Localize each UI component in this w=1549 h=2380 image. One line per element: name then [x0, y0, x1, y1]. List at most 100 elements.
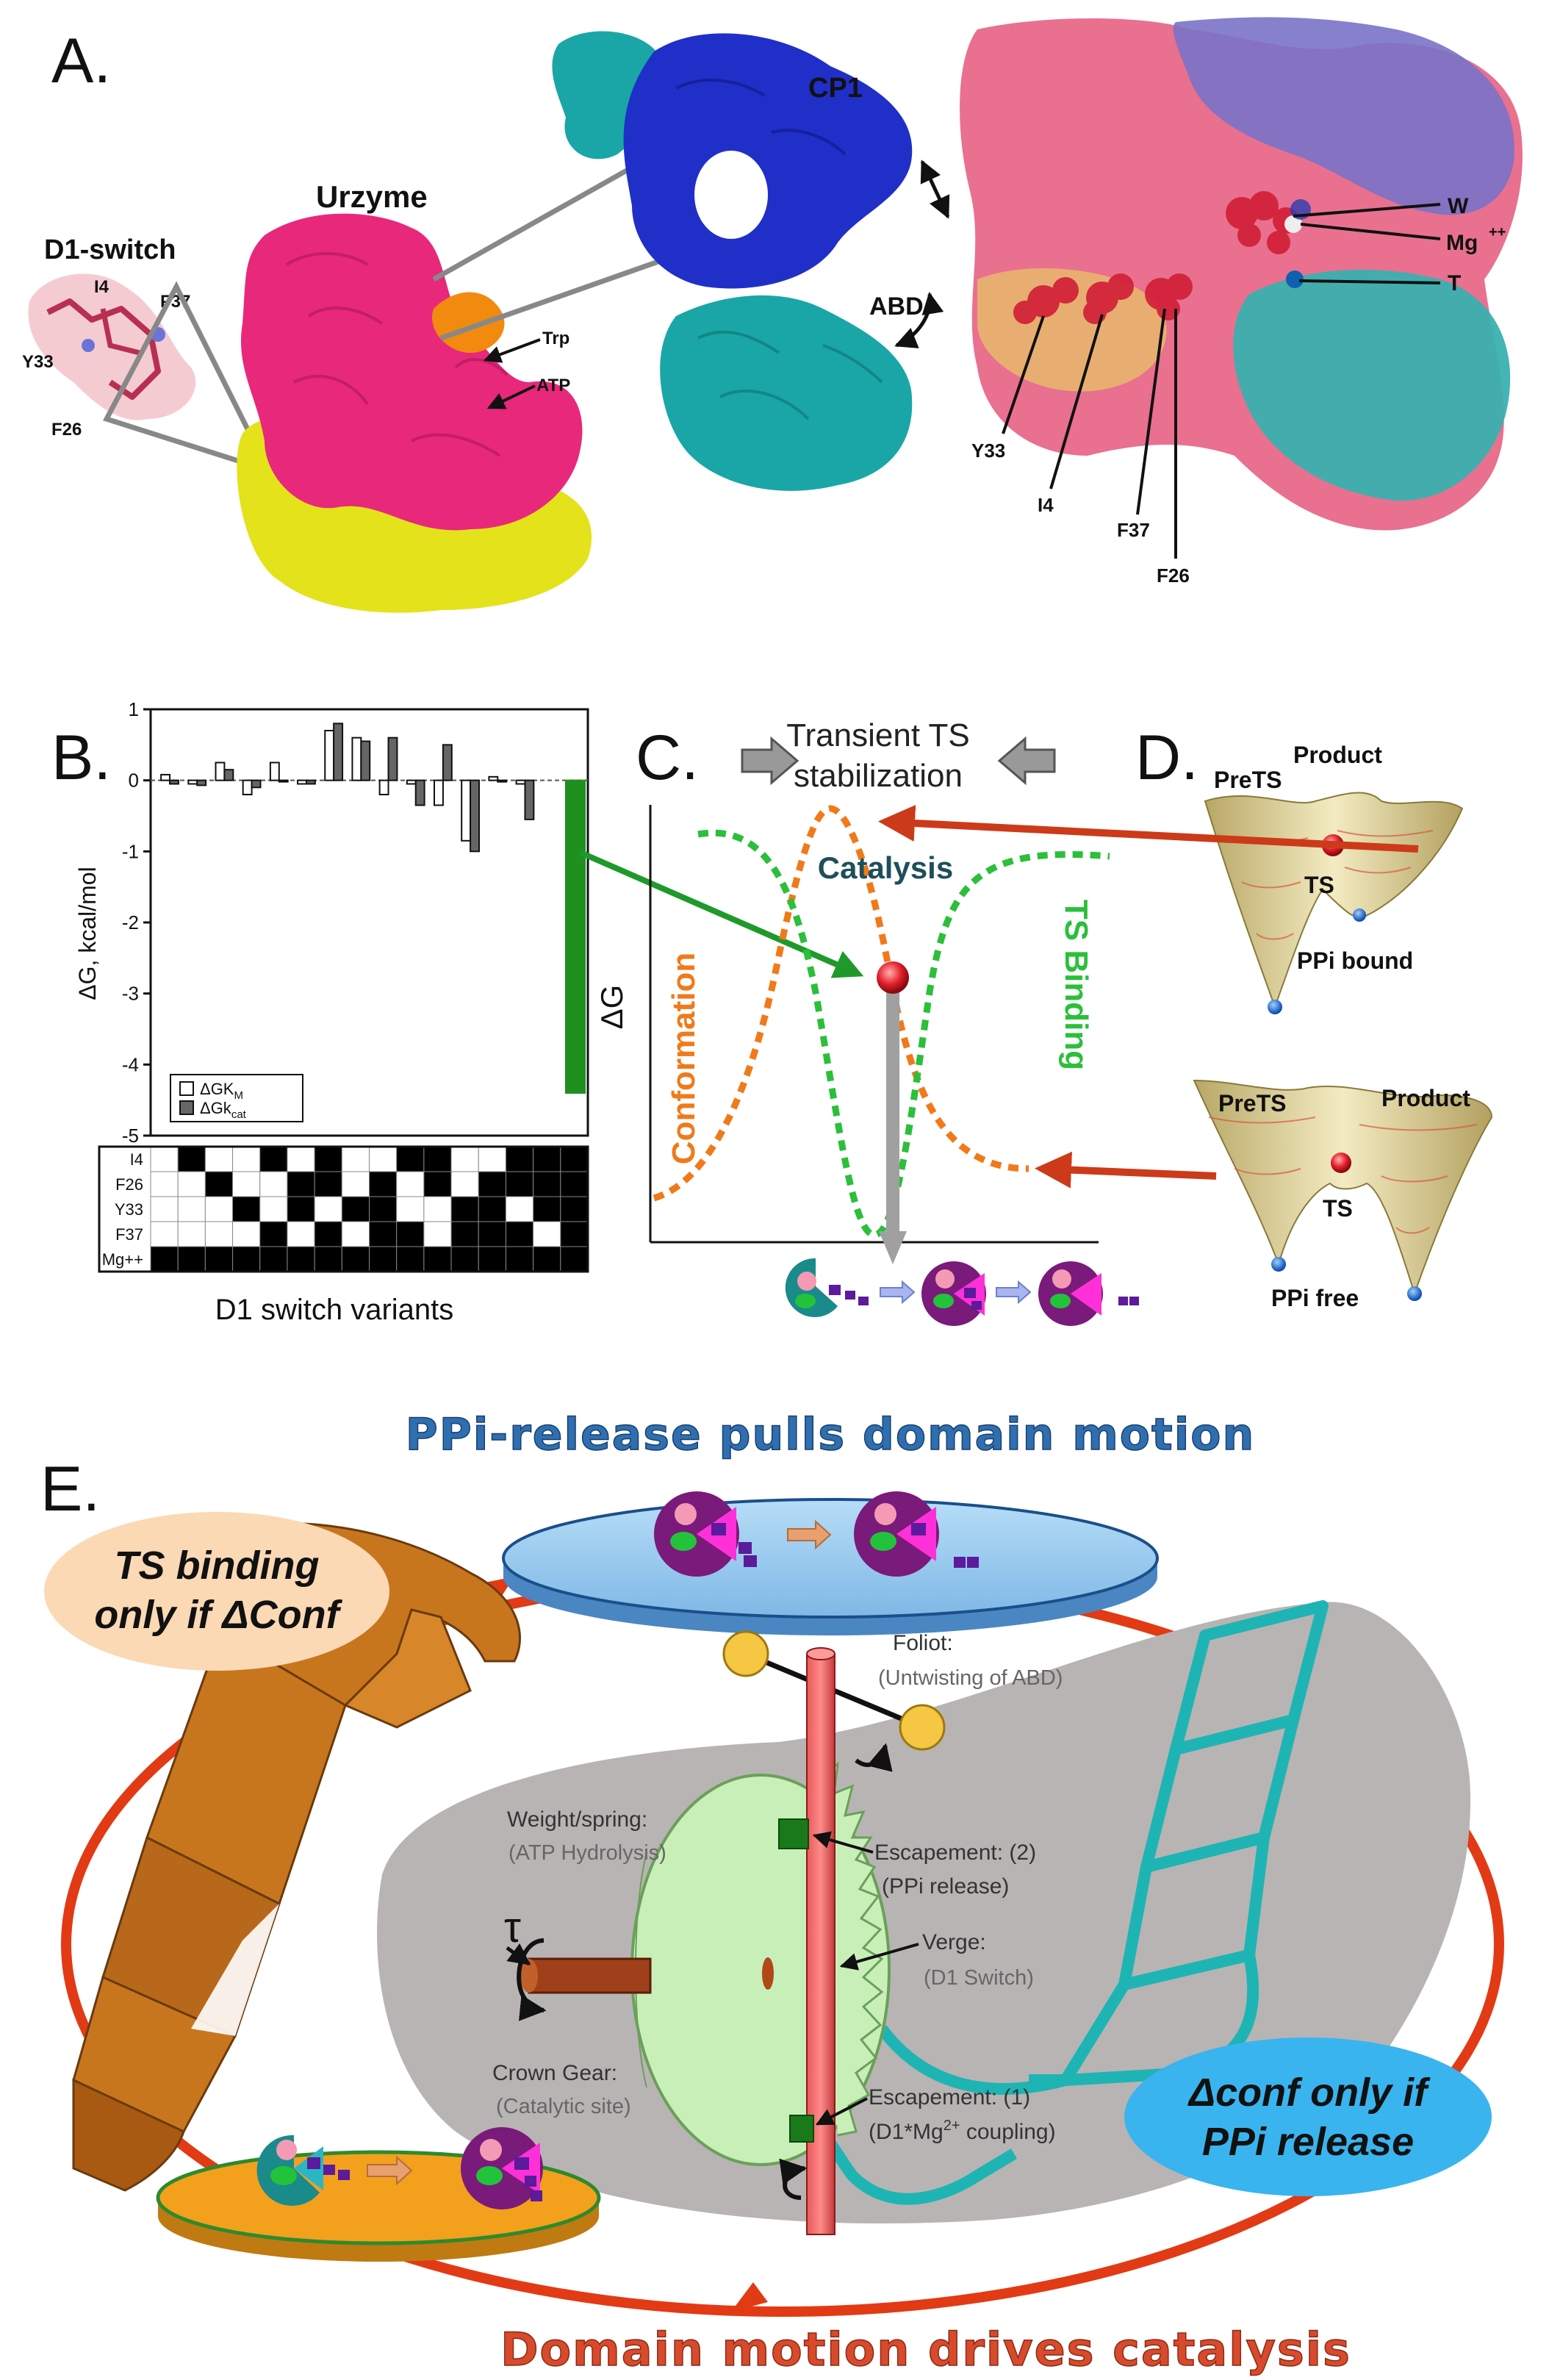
panel-b-label: B. — [51, 723, 111, 793]
matrix-cell — [314, 1196, 342, 1222]
bubble-right — [1124, 2037, 1492, 2196]
matrix-row-label: Mg++ — [102, 1250, 143, 1269]
bar-km — [187, 779, 198, 785]
y-tick-label: 0 — [129, 770, 139, 792]
b-to-c-arrow — [579, 850, 864, 978]
bar-kcat — [305, 779, 316, 785]
bar-kcat — [470, 779, 480, 853]
matrix-cell — [533, 1246, 561, 1272]
urzyme-surface — [237, 213, 592, 613]
matrix-cell — [314, 1171, 342, 1197]
cp1-abd-surface — [552, 31, 913, 491]
bar-kcat — [278, 779, 289, 783]
d-bottom-product: Product — [1381, 1085, 1470, 1111]
matrix-cell — [259, 1146, 288, 1172]
bar-kcat — [497, 779, 508, 783]
panel-a: A. D1-switch I4 F37 Y33 F26 Urzyme Trp A… — [22, 17, 1523, 613]
bar-km — [378, 779, 389, 795]
title-arrow-right — [741, 736, 799, 786]
matrix-cell — [505, 1246, 534, 1272]
panel-b-legend: ΔGKM ΔGkcat — [170, 1074, 303, 1122]
active-site-view — [960, 17, 1523, 531]
verge-sublabel: (D1 Switch) — [924, 1966, 1034, 1990]
bar-km — [215, 761, 226, 781]
orange-disk — [156, 2127, 601, 2262]
atp-label: ATP — [536, 376, 570, 395]
escapement1-sublabel: (D1*Mg2+ coupling) — [869, 2118, 1056, 2144]
pallet-lower — [789, 2115, 814, 2143]
matrix-cell — [423, 1196, 452, 1222]
matrix-cell — [478, 1246, 506, 1272]
matrix-cell — [450, 1171, 479, 1197]
matrix-cell — [396, 1171, 425, 1197]
bubble-left-line-2: only if ΔConf — [94, 1593, 342, 1637]
bar-km — [351, 736, 362, 781]
matrix-cell — [314, 1146, 342, 1172]
matrix-cell — [369, 1146, 398, 1172]
d-top-arrow — [878, 805, 1419, 853]
y-tick-label: -4 — [122, 1053, 139, 1075]
crown-gear-label: Crown Gear: — [492, 2061, 617, 2085]
zoom-triangle — [102, 281, 273, 475]
matrix-cell — [150, 1221, 179, 1247]
matrix-cell — [396, 1196, 425, 1222]
panel-c-title-1: Transient TS — [786, 717, 969, 753]
weight-sublabel: (ATP Hydrolysis) — [508, 1841, 666, 1865]
panel-e-title-bottom: Domain motion drives catalysis — [500, 2323, 1351, 2376]
matrix-cell — [341, 1196, 370, 1222]
crown-gear-sublabel: (Catalytic site) — [496, 2095, 631, 2118]
weight-label: Weight/spring: — [507, 1807, 647, 1832]
foliot-ball-right — [899, 1704, 946, 1751]
matrix-cell — [341, 1246, 370, 1272]
matrix-cell — [341, 1171, 370, 1197]
bar-kcat — [524, 779, 535, 820]
matrix-cell — [204, 1171, 234, 1197]
title-arrow-left — [997, 736, 1056, 786]
orange-ribbon — [72, 1521, 521, 2192]
matrix-row-label: I4 — [130, 1150, 143, 1169]
matrix-cell — [450, 1221, 479, 1247]
matrix-cell — [450, 1146, 479, 1172]
matrix-cell — [177, 1196, 206, 1222]
active-i4-label: I4 — [1038, 494, 1054, 516]
pallet-upper — [778, 1818, 809, 1849]
bar-kcat — [414, 779, 425, 806]
bar-kcat — [333, 723, 344, 781]
conformation-curve — [653, 805, 1029, 1202]
active-mg-superscript: ++ — [1489, 224, 1506, 240]
matrix-cell — [533, 1196, 561, 1222]
escapement2-label: Escapement: (2) — [874, 1840, 1036, 1865]
panel-c: C. Transient TS stabilization ΔG Catalys… — [594, 717, 1139, 1326]
active-mg-label: Mg — [1446, 231, 1478, 255]
matrix-cell — [560, 1171, 589, 1197]
bubble-right-line-2: PPi release — [1202, 2120, 1414, 2164]
matrix-cell — [396, 1146, 425, 1172]
matrix-cell — [533, 1171, 561, 1197]
matrix-cell — [232, 1171, 261, 1197]
d1-switch-title: D1-switch — [44, 234, 176, 265]
residue-i4-left: I4 — [94, 277, 109, 297]
d-top-product: Product — [1293, 742, 1382, 768]
blue-disk — [502, 1491, 1159, 1635]
matrix-cell — [450, 1246, 479, 1272]
panel-a-label: A. — [51, 26, 111, 96]
foliot-sublabel: (Untwisting of ABD) — [878, 1666, 1063, 1690]
matrix-cell — [505, 1196, 534, 1222]
matrix-cell — [150, 1171, 179, 1197]
matrix-cell — [314, 1221, 342, 1247]
matrix-cell — [232, 1246, 261, 1272]
active-t-label: T — [1448, 271, 1461, 295]
c-enzyme-cartoons — [785, 1258, 1139, 1326]
verge-pole — [778, 1647, 835, 2235]
panel-b: B. ΔG, kcal/mol 10-1-2-3-4-5 ΔGKM ΔGkcat… — [51, 698, 864, 1326]
matrix-cell — [505, 1146, 534, 1172]
matrix-cell — [560, 1221, 589, 1247]
active-f26-label: F26 — [1157, 564, 1190, 587]
matrix-cell — [259, 1221, 288, 1247]
panel-c-label: C. — [636, 723, 699, 793]
panel-b-xlabel: D1 switch variants — [215, 1294, 454, 1326]
legend-kcat-label: ΔGkcat — [200, 1099, 247, 1121]
matrix-cell — [287, 1246, 315, 1272]
ts-binding-label: TS Binding — [1058, 900, 1094, 1070]
